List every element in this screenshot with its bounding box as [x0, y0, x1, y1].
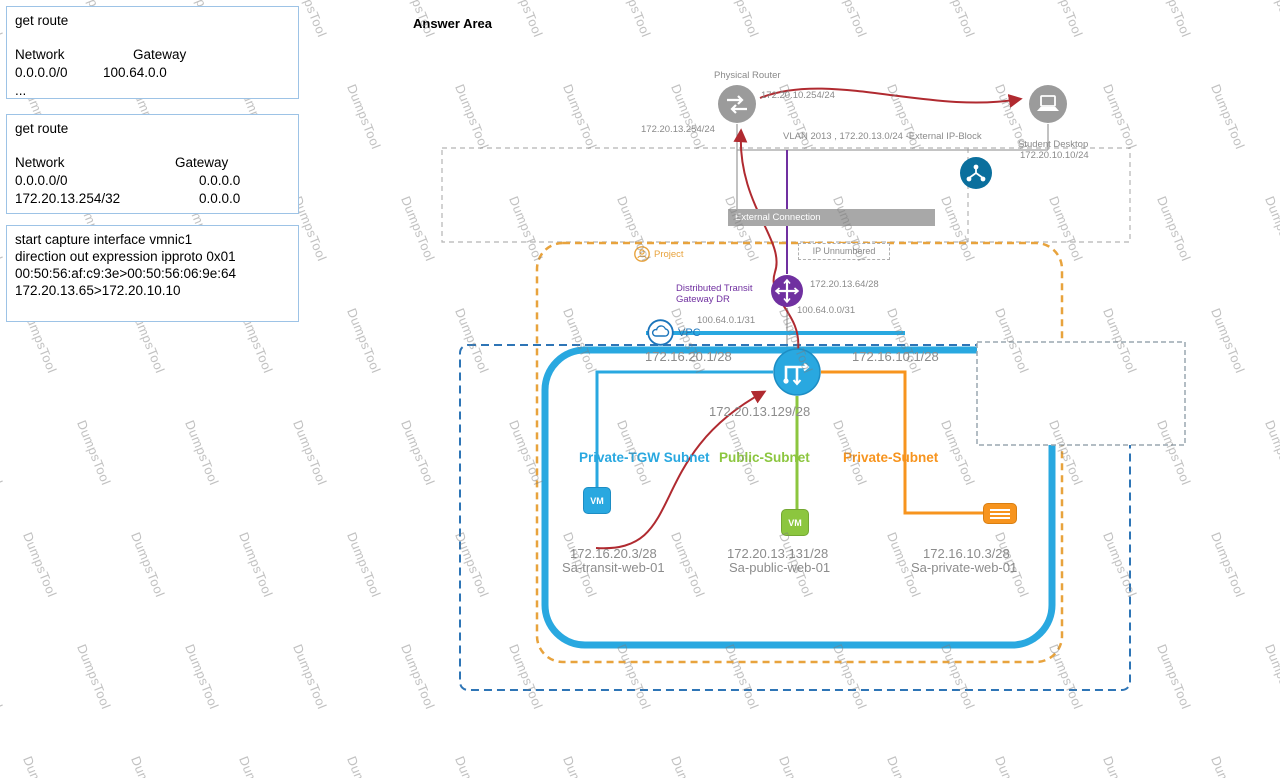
t1-down-ip: 172.20.13.129/28 [709, 404, 811, 419]
route-more: ... [15, 83, 27, 98]
capture-line: direction out expression ipproto 0x01 [15, 249, 236, 264]
project-label: Project [654, 249, 684, 260]
t1-gateway-icon [773, 348, 821, 401]
student-desktop-icon [1028, 84, 1068, 129]
red-arrow-router-to-desktop [759, 87, 1023, 108]
external-connection-bar: External Connection [728, 209, 935, 226]
header-network: Network [15, 47, 65, 62]
transit-gateway-label-1: Distributed Transit [676, 283, 753, 294]
student-desktop-ip: 172.20.10.10/24 [1020, 150, 1089, 161]
physical-router-ip: 172.20.10.254/24 [761, 90, 835, 101]
ip-unnumbered-box: IP Unnumbered [798, 243, 890, 260]
header-gateway: Gateway [175, 155, 229, 170]
vm-icon-private [983, 503, 1017, 524]
route-row: 172.20.13.254/32 0.0.0.0 [15, 190, 290, 208]
route-gateway: 100.64.0.0 [103, 65, 167, 80]
project-boundary-rect [535, 241, 1064, 664]
vpc-label: VPC [678, 327, 701, 339]
vlan-label: VLAN 2013 , 172.20.13.0/24 -External IP-… [783, 131, 982, 142]
vpc-uplink-ip: 100.64.0.1/31 [697, 315, 756, 326]
t1-left-ip: 172.16.20.1/28 [645, 349, 732, 364]
capture-line: 172.20.13.65>172.20.10.10 [15, 283, 181, 298]
vm-private-ip: 172.16.10.3/28 [923, 546, 1010, 561]
t1-right-ip: 172.16.10.1/28 [852, 349, 939, 364]
red-arrow-t1-to-router [733, 128, 800, 351]
subnet-label-private: Private-Subnet [843, 450, 939, 465]
transit-gateway-label-2: Gateway DR [676, 294, 730, 305]
vm-icon-label: VM [788, 517, 802, 528]
cli-title: get route [15, 121, 69, 136]
router-downlink-ip: 172.20.13.254/24 [641, 124, 715, 135]
vm-private-name: Sa-private-web-01 [911, 560, 1018, 575]
vm-icon-label: VM [590, 495, 604, 506]
route-network: 0.0.0.0/0 [15, 65, 68, 80]
cli-title: get route [15, 13, 69, 28]
route-row: 0.0.0.0/0 0.0.0.0 [15, 172, 290, 190]
vm-icon-public: VM [781, 509, 809, 536]
student-desktop-label: Student Desktop [1018, 139, 1089, 150]
route-table-header: Network Gateway [15, 46, 290, 64]
route-row: 0.0.0.0/0 100.64.0.0 [15, 64, 290, 82]
project-user-icon [634, 246, 650, 267]
transit-gateway-ip-top: 172.20.13.64/28 [810, 279, 879, 290]
vm-public-ip: 172.20.13.131/28 [727, 546, 829, 561]
outer-boundary-rect [459, 344, 1131, 691]
answer-area-heading: Answer Area [413, 16, 492, 31]
capture-line: start capture interface vmnic1 [15, 232, 193, 247]
physical-router-label: Physical Router [714, 70, 781, 81]
segment-icon [959, 156, 993, 195]
vm-transit-name: Sa-transit-web-01 [562, 560, 665, 575]
transit-gateway-icon [770, 274, 804, 313]
physical-router-icon [717, 84, 757, 129]
transit-subnet-link [595, 370, 773, 489]
answer-dropzone[interactable] [976, 341, 1186, 446]
vm-public-name: Sa-public-web-01 [729, 560, 831, 575]
vm-icon-transit: VM [583, 487, 611, 514]
subnet-label-public: Public-Subnet [719, 450, 810, 465]
header-network: Network [15, 155, 65, 170]
route-network: 172.20.13.254/32 [15, 191, 121, 206]
route-table-header: Network Gateway [15, 154, 290, 172]
cli-box-route-1[interactable]: get route Network Gateway 0.0.0.0/0 100.64… [6, 6, 299, 99]
vpc-cloud-icon [647, 319, 674, 351]
red-arrow-vm-to-t1 [595, 390, 767, 550]
private-subnet-link [821, 370, 984, 515]
capture-line: 00:50:56:af:c9:3e>00:50:56:06:9e:64 [15, 266, 237, 281]
subnet-label-transit: Private-TGW Subnet [579, 450, 710, 465]
header-gateway: Gateway [133, 47, 187, 62]
server-bars [990, 507, 1010, 521]
transit-gateway-ip-bottom: 100.64.0.0/31 [797, 305, 856, 316]
route-gateway: 0.0.0.0 [199, 173, 241, 188]
cli-box-capture[interactable]: start capture interface vmnic1 direction… [6, 225, 299, 322]
route-network: 0.0.0.0/0 [15, 173, 68, 188]
vm-transit-ip: 172.16.20.3/28 [570, 546, 657, 561]
route-gateway: 0.0.0.0 [199, 191, 241, 206]
